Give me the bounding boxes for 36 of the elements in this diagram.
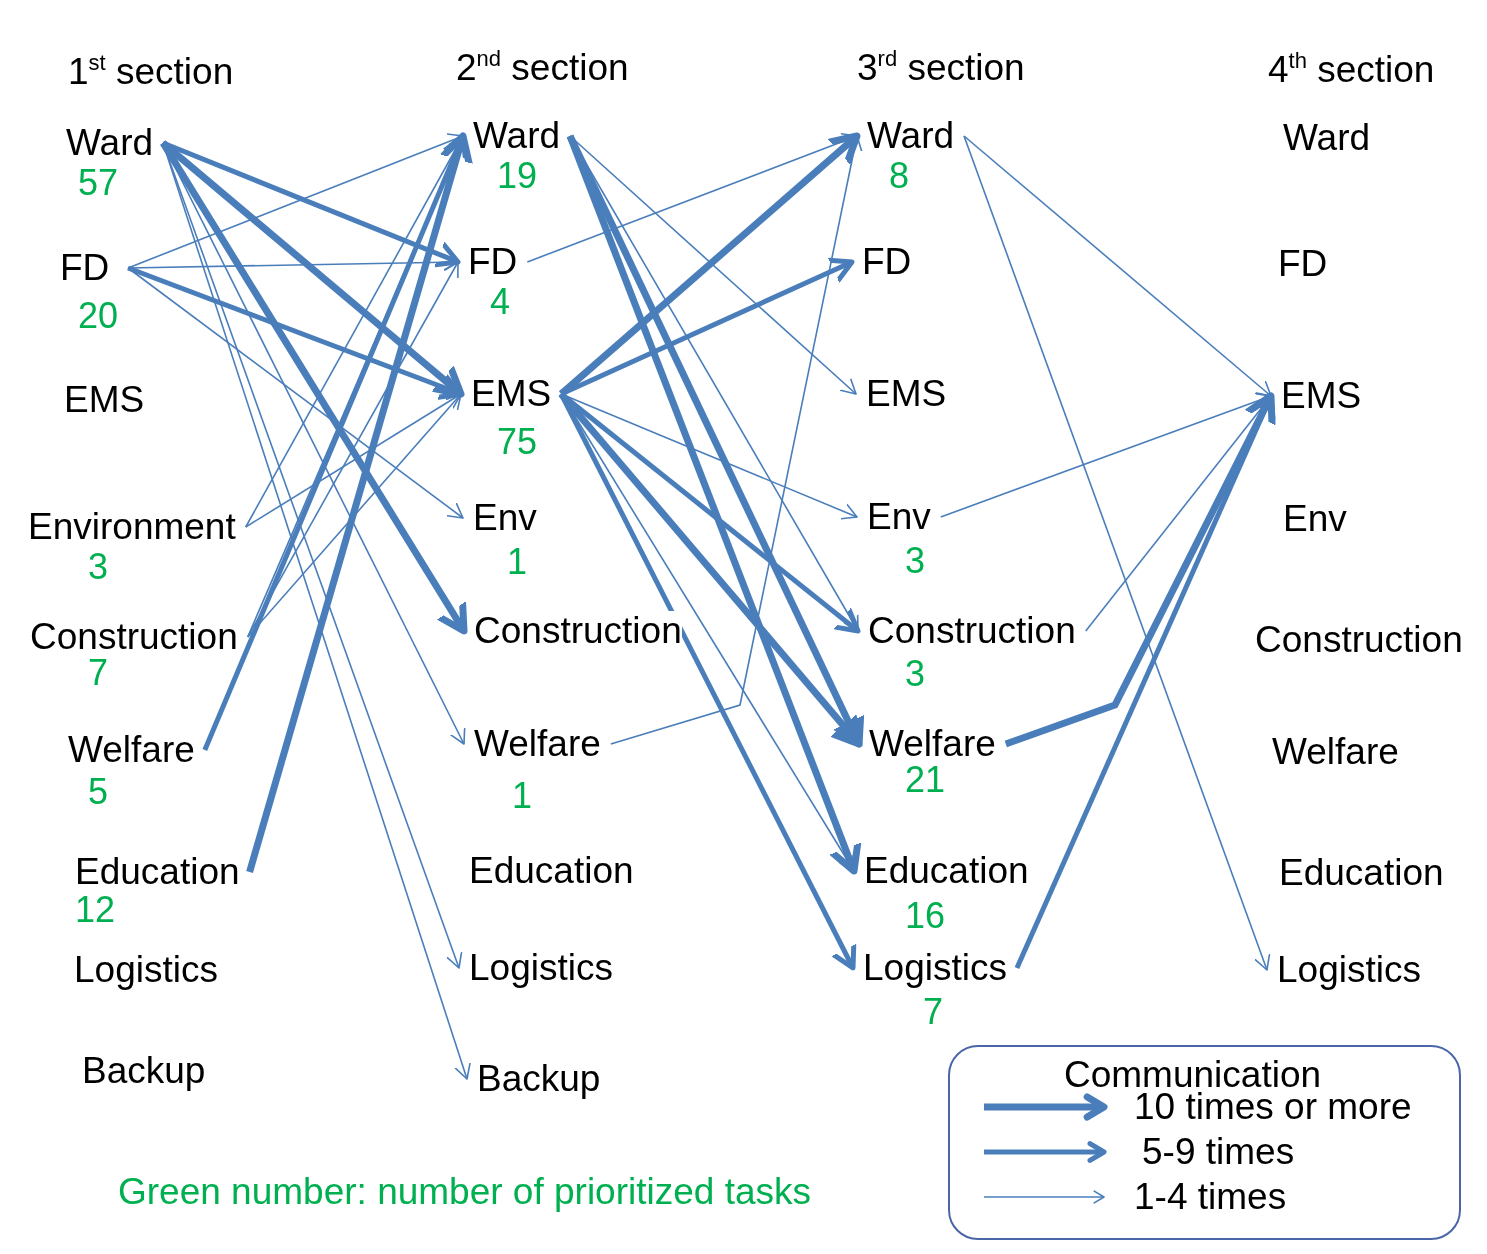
- task-count: 19: [497, 156, 539, 196]
- arrow: [246, 132, 473, 873]
- arrow: [160, 141, 468, 635]
- legend-text: 10 times or more: [1134, 1087, 1412, 1127]
- task-count: 75: [497, 422, 539, 462]
- task-count: 3: [88, 547, 110, 587]
- arrow: [566, 134, 862, 875]
- arrow: [127, 267, 464, 519]
- task-count: 3: [905, 541, 927, 581]
- task-count: 4: [490, 282, 512, 322]
- section-heading: 1$^{st}$ section: [68, 52, 234, 92]
- arrow: [1004, 392, 1276, 748]
- arrow: [963, 135, 1272, 397]
- arrow: [558, 392, 857, 971]
- arrow: [963, 135, 1271, 971]
- legend-text: 5-9 times: [1142, 1132, 1295, 1172]
- task-count: 8: [889, 156, 911, 196]
- arrow: [246, 261, 459, 638]
- task-count: 16: [905, 896, 947, 936]
- section-heading: 3$^{rd}$ section: [857, 48, 1025, 88]
- legend-text: 1-4 times: [1134, 1177, 1287, 1217]
- task-count: 12: [75, 890, 117, 930]
- task-count: 7: [923, 992, 945, 1032]
- task-count: 20: [78, 296, 119, 336]
- arrow: [558, 391, 863, 748]
- task-count: 5: [88, 772, 110, 812]
- task-count: 3: [905, 654, 927, 694]
- arrow: [160, 140, 465, 398]
- section-heading: 4$^{th}$ section: [1268, 50, 1435, 90]
- arrow: [560, 257, 855, 397]
- task-count: 57: [78, 163, 120, 203]
- section-heading: 2$^{nd}$ section: [456, 48, 629, 88]
- arrow: [559, 392, 861, 634]
- note: Green number: number of prioritized tasks: [118, 1172, 812, 1212]
- task-count: 1: [512, 776, 534, 816]
- task-count: 1: [507, 542, 529, 582]
